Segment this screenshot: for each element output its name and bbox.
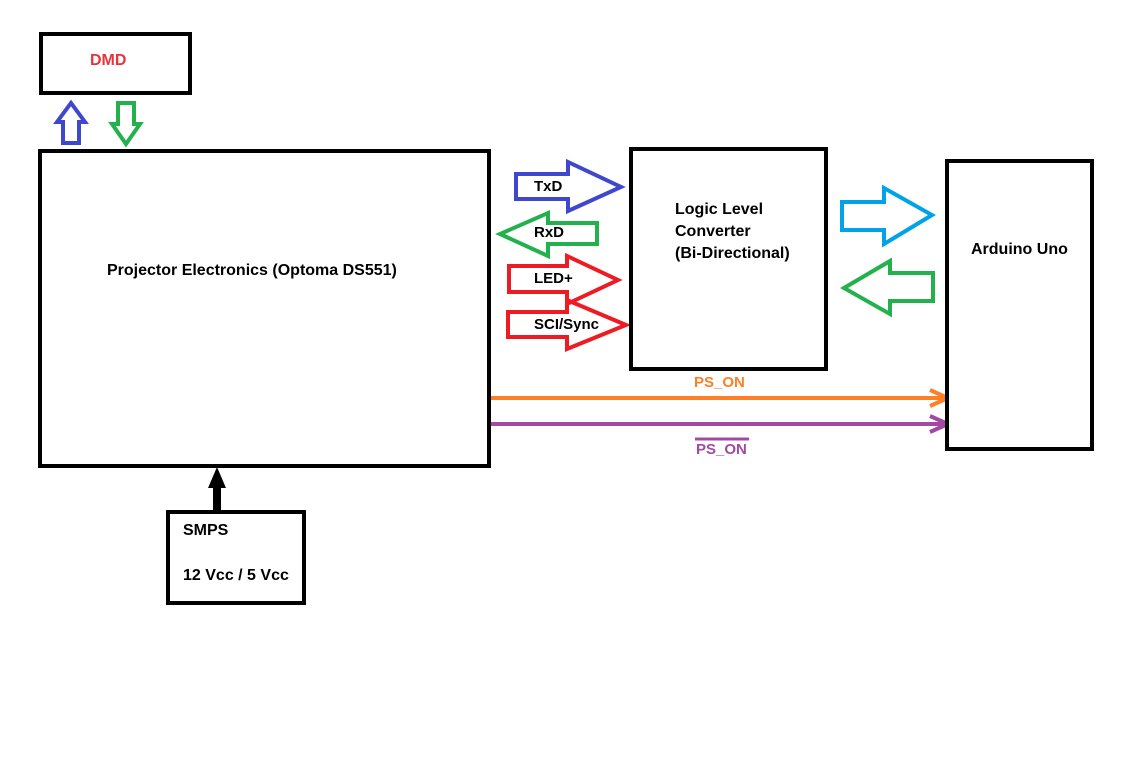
dmd-label: DMD	[90, 52, 127, 69]
projector-electronics-block	[38, 149, 491, 468]
arduino-uno-label: Arduino Uno	[971, 241, 1068, 258]
power-arrow-shaft	[213, 486, 221, 512]
led-label: LED+	[534, 270, 573, 287]
smps-voltage: 12 Vcc / 5 Vcc	[183, 567, 289, 584]
sci-sync-arrow	[506, 296, 632, 352]
llc-to-arduino-arrow	[840, 184, 936, 248]
dmd-up-arrow	[53, 99, 89, 145]
sci-sync-label: SCI/Sync	[534, 316, 600, 333]
rxd-label: RxD	[534, 224, 565, 241]
ps-on-n-label: PS_ON	[696, 441, 747, 458]
txd-label: TxD	[534, 178, 563, 195]
dmd-down-arrow	[108, 101, 144, 148]
led-arrow	[507, 252, 623, 308]
smps-title: SMPS	[183, 522, 229, 539]
power-arrowhead	[208, 467, 226, 488]
rxd-arrow	[495, 209, 599, 260]
llc-line-1: Logic Level	[675, 201, 764, 218]
logic-level-converter-block	[629, 147, 828, 371]
arduino-to-llc-arrow	[839, 257, 935, 318]
llc-line-3: (Bi-Directional)	[675, 245, 790, 262]
dmd-block	[39, 32, 192, 95]
llc-line-2: Converter	[675, 223, 751, 240]
txd-arrow	[514, 158, 626, 215]
arduino-uno-block	[945, 159, 1094, 451]
smps-block	[166, 510, 306, 605]
logic-level-converter-label: Logic Level Converter (Bi-Directional)	[675, 199, 790, 265]
projector-electronics-label: Projector Electronics (Optoma DS551)	[107, 262, 397, 279]
ps-on-label: PS_ON	[694, 374, 745, 391]
